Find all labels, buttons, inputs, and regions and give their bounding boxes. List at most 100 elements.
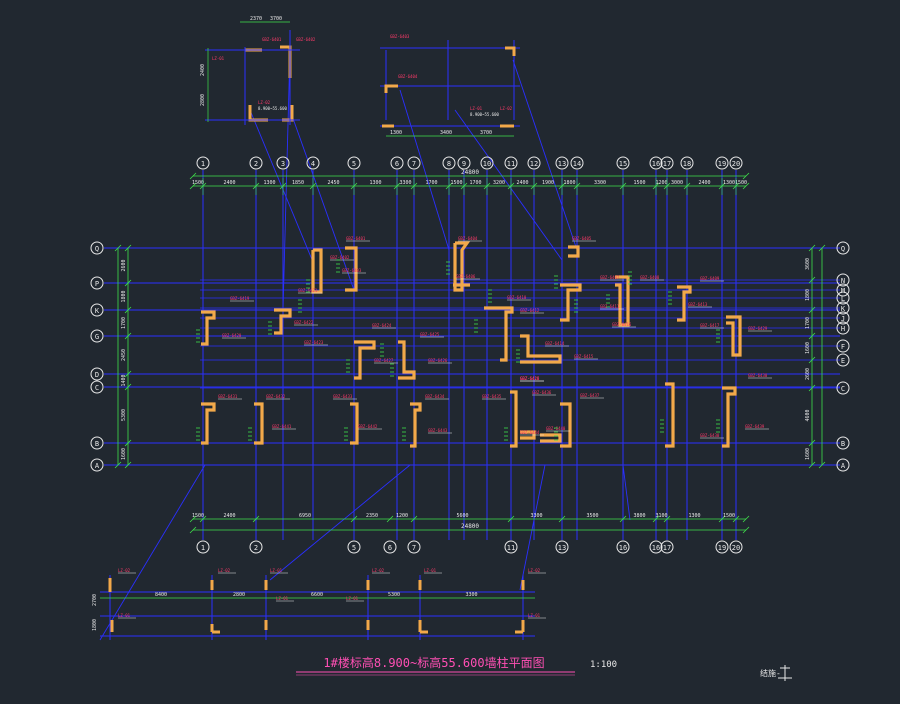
column-label: GBZ-6424 (372, 323, 392, 328)
column-label: GBZ-6430 (748, 373, 768, 378)
dim-text: 3500 (586, 513, 598, 519)
axis-bubble-right (836, 311, 850, 325)
dim-tick (124, 306, 132, 314)
column-label: GBZ-6412 (520, 308, 540, 313)
column-label: GBZ-6431 (218, 394, 238, 399)
detail-dim: 3700 (480, 130, 492, 136)
axis-label-left: P (95, 280, 99, 288)
axis-label-top: 7 (412, 160, 416, 168)
axis-label-left: K (95, 307, 100, 315)
dim-tick (808, 439, 816, 447)
wall-column (665, 382, 675, 448)
axis-bubble-top (555, 156, 569, 170)
column-label: GBZ-6401 (346, 236, 366, 241)
axis-bubble-left (90, 458, 104, 472)
column-label: GBZ-6405 (572, 236, 592, 241)
axis-label-top: 1 (201, 160, 205, 168)
dim-text: 3000 (671, 180, 683, 186)
detail-dim: 1800 (92, 619, 98, 631)
dim-text: 6950 (299, 513, 311, 519)
dim-text: 1600 (805, 448, 811, 460)
axis-bubble-right (836, 458, 850, 472)
column-label: GBZ-6432 (266, 394, 286, 399)
detail-label: GBZ-6402 (296, 37, 316, 42)
dim-text: 1900 (542, 180, 554, 186)
dim-tick (114, 461, 122, 469)
axis-label-top: 13 (558, 160, 566, 168)
axis-bubble-bottom (616, 540, 630, 554)
dim-tick (189, 182, 197, 190)
axis-bubble-bottom (715, 540, 729, 554)
axis-bubble-top (504, 156, 518, 170)
dim-text: 2600 (121, 259, 127, 271)
axis-bubble-top (616, 156, 630, 170)
detail-dim: 8400 (155, 592, 167, 598)
axis-bubble-right (836, 321, 850, 335)
column-label: GBZ-6413 (688, 302, 708, 307)
axis-bubble-left (90, 380, 104, 394)
detail-label: LZ-02 (118, 568, 131, 573)
column-label: GBZ-6438 (700, 433, 720, 438)
axis-bubble-bottom (196, 540, 210, 554)
dim-text: 1800 (121, 290, 127, 302)
axis-label-bottom: 5 (352, 544, 356, 552)
axis-label-left: G (95, 333, 99, 341)
dim-text: 1800 (563, 180, 575, 186)
axis-label-right: E (841, 357, 845, 365)
detail-label: LZ-01 (118, 613, 131, 618)
axis-bubble-right (836, 283, 850, 297)
detail-dim: 2370 (250, 16, 262, 22)
axis-label-top: 9 (462, 160, 466, 168)
wall-column (354, 340, 376, 380)
axis-grid-lines (99, 49, 840, 641)
sheet-stamp: 结施- (760, 668, 781, 678)
axis-label-top: 2 (254, 160, 258, 168)
detail-column (280, 45, 292, 78)
dim-tick (124, 370, 132, 378)
dim-tick (742, 526, 750, 534)
wall-column (311, 248, 323, 294)
axis-label-bottom: 2 (254, 544, 258, 552)
axis-label-top: 20 (732, 160, 740, 168)
dim-total-bottom: 24800 (461, 523, 479, 530)
dim-tick (189, 526, 197, 534)
dim-tick (124, 461, 132, 469)
dim-tick (742, 172, 750, 180)
axis-bubble-bottom (249, 540, 263, 554)
column-label: GBZ-6421 (298, 288, 318, 293)
detail-label: LZ-02 (258, 100, 271, 105)
axis-label-bottom: 11 (507, 544, 515, 552)
axis-bubble-top (570, 156, 584, 170)
axis-label-right: N (841, 277, 845, 285)
dim-text: 3600 (805, 258, 811, 270)
axis-bubble-top (306, 156, 320, 170)
detail-dim: 3300 (465, 592, 477, 598)
dim-text: 2400 (698, 180, 710, 186)
axis-bubble-bottom (407, 540, 421, 554)
axis-bubble-right (836, 436, 850, 450)
dim-text: 1400 (121, 374, 127, 386)
axis-bubble-bottom (504, 540, 518, 554)
wall-column (677, 285, 692, 322)
dim-text: 1500 (735, 180, 747, 186)
dim-tick (808, 244, 816, 252)
detail-leader (512, 59, 578, 251)
sheet-stamp-mark (778, 665, 792, 681)
wall-column (201, 310, 216, 346)
column-label: GBZ-6407 (600, 275, 620, 280)
column-label: GBZ-6420 (222, 333, 242, 338)
axis-bubble-top (390, 156, 404, 170)
axis-bubble-right (836, 353, 850, 367)
detail-label: LZ-02 (372, 568, 385, 573)
column-label: GBZ-6442 (358, 424, 378, 429)
column-label: GBZ-6435 (482, 394, 502, 399)
axis-label-right: H (841, 325, 845, 333)
column-label: GBZ-6427 (374, 358, 394, 363)
column-label: GBZ-6441 (272, 424, 292, 429)
column-label: GBZ-6419 (230, 296, 250, 301)
axis-label-top: 17 (663, 160, 671, 168)
detail-dim: 2800 (200, 94, 206, 106)
dim-tick (350, 515, 358, 523)
column-label: GBZ-6410 (507, 295, 527, 300)
